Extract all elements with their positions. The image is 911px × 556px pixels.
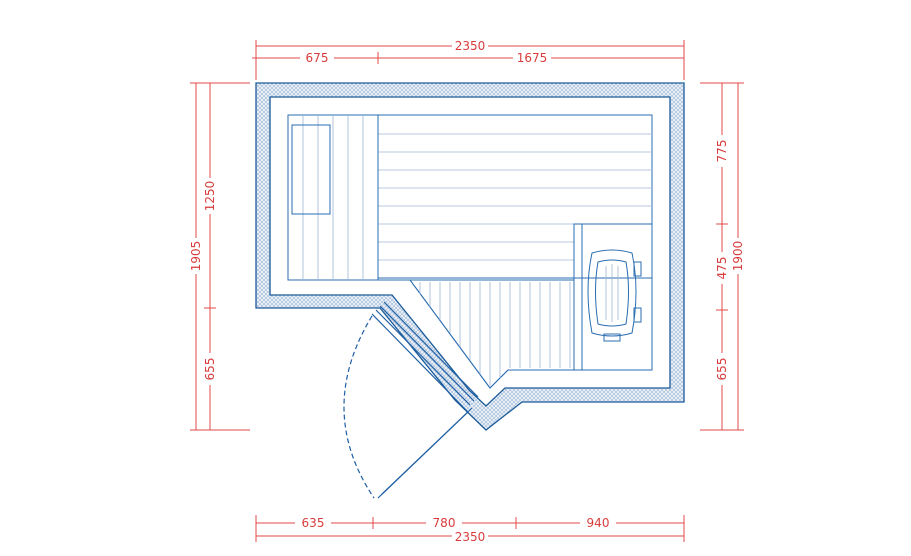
- dim-right-middle: 475: [715, 257, 729, 280]
- dim-left-total: 1905: [189, 241, 203, 272]
- upper-bench: [377, 114, 653, 279]
- glass-door: [343, 301, 479, 499]
- dim-bottom-total: 2350: [455, 530, 486, 544]
- outer-wall: [255, 82, 685, 431]
- dim-right-upper: 775: [715, 140, 729, 163]
- headrest: [291, 124, 331, 215]
- dim-left-lower: 655: [203, 358, 217, 381]
- dim-top-total: 2350: [455, 39, 486, 53]
- dim-bottom-c: 940: [587, 516, 610, 530]
- heater-enclosure: [573, 223, 653, 371]
- dim-bottom-b: 780: [433, 516, 456, 530]
- dim-left-upper: 1250: [203, 181, 217, 212]
- dim-top-left: 675: [306, 51, 329, 65]
- side-bench: [287, 114, 379, 281]
- dim-right-lower: 655: [715, 358, 729, 381]
- floor-grating: [409, 279, 575, 389]
- heater-icon: [587, 249, 642, 342]
- dim-right-total: 1900: [731, 241, 745, 272]
- dim-top-right: 1675: [517, 51, 548, 65]
- dim-bottom-a: 635: [302, 516, 325, 530]
- dimension-labels: 2350 675 1675 635 780 940 2350 1905 1250…: [189, 39, 745, 544]
